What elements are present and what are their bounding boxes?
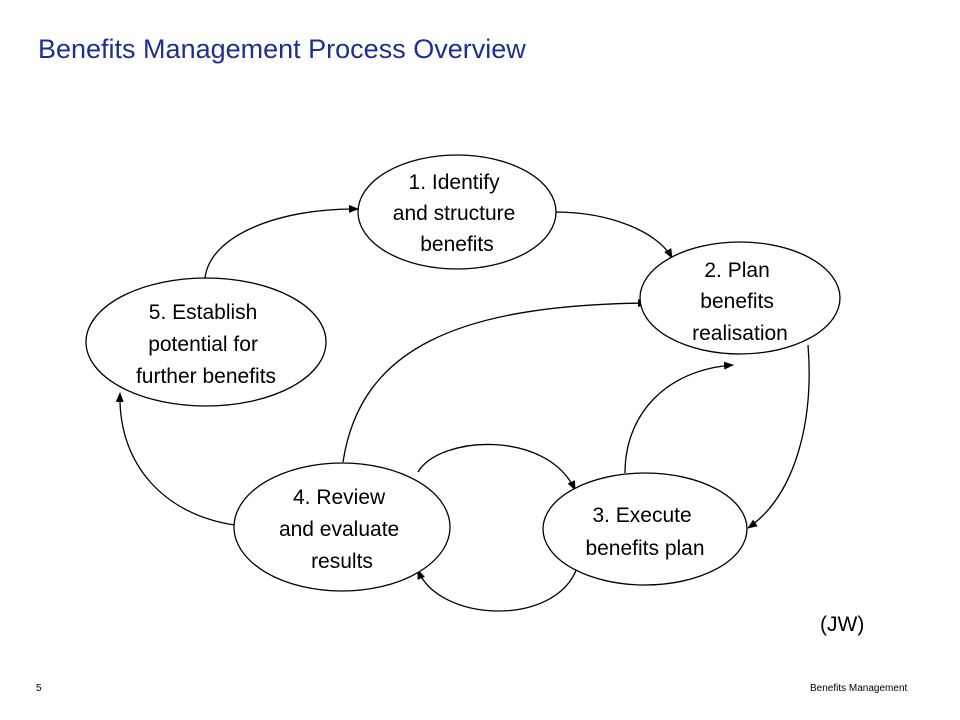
svg-text:1. Identify and structur: 1. Identify and structure benefits	[393, 171, 521, 256]
footer-label: Benefits Management	[810, 683, 908, 694]
process-node-identify: 1. Identify and structure benefits	[357, 154, 557, 270]
svg-text:2. Plan benefits r: 2. Plan benefits realisation	[692, 259, 788, 345]
node-review-line-2: and evaluate	[279, 518, 399, 541]
edge-review-to-execute	[417, 443, 576, 491]
svg-text:3. Execute benefits plan: 3. Execute benefits plan	[585, 504, 704, 560]
edge-review-to-establish	[115, 392, 236, 526]
node-establish-line-3: further benefits	[136, 365, 276, 388]
author-credit: (JW)	[820, 613, 865, 636]
svg-text:5. Establish potential f: 5. Establish potential for further benef…	[136, 301, 276, 388]
process-node-execute: 3. Execute benefits plan	[542, 472, 748, 586]
node-plan-line-2: benefits	[700, 290, 774, 313]
edge-execute-to-review	[417, 567, 578, 612]
page-number: 5	[36, 683, 42, 694]
node-establish-line-2: potential for	[148, 333, 258, 356]
edge-review-to-plan	[342, 299, 648, 463]
edge-identify-to-plan	[554, 211, 673, 259]
process-node-establish: 5. Establish potential for further benef…	[85, 277, 327, 407]
process-node-plan: 2. Plan benefits realisation	[639, 241, 841, 355]
node-review-line-3: results	[311, 550, 373, 573]
slide-title: Benefits Management Process Overview	[38, 34, 526, 64]
svg-text:4. Review and evaluate: 4. Review and evaluate results	[279, 486, 405, 573]
process-node-review: 4. Review and evaluate results	[233, 462, 451, 592]
node-identify-line-1: 1. Identify	[409, 171, 501, 194]
node-execute-line-1: 3. Execute	[592, 504, 691, 527]
node-execute-line-2: benefits plan	[585, 537, 704, 560]
node-establish-line-1: 5. Establish	[149, 301, 258, 324]
node-plan-line-3: realisation	[692, 322, 788, 345]
node-identify-line-2: and structure	[393, 202, 516, 225]
edge-plan-to-execute	[747, 344, 810, 529]
node-plan-line-1: 2. Plan	[704, 259, 769, 282]
node-identify-line-3: benefits	[420, 233, 494, 256]
edge-execute-to-plan	[624, 361, 734, 474]
node-review-line-1: 4. Review	[293, 486, 386, 509]
edge-establish-to-identify	[204, 204, 359, 279]
